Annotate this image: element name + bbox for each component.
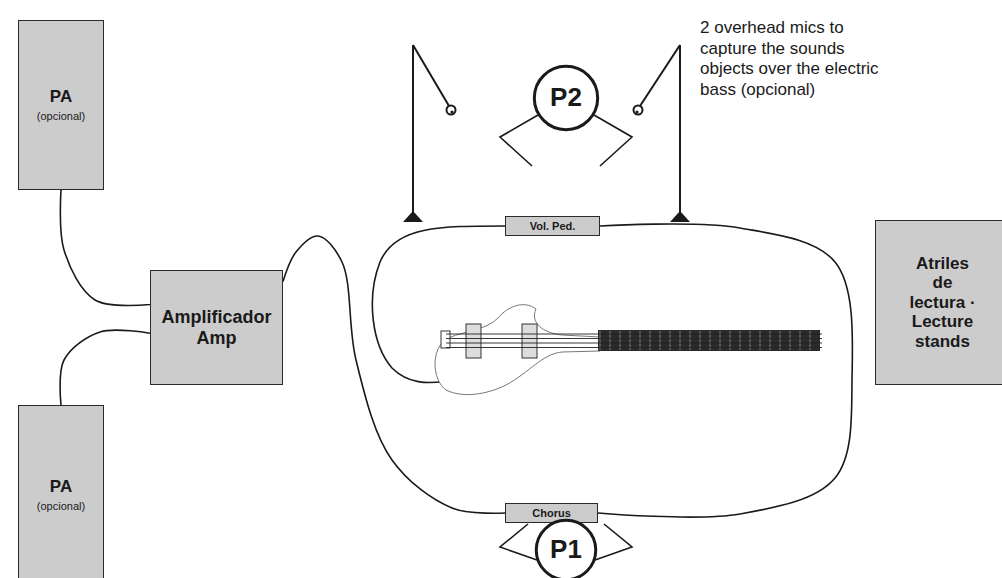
node-title: P1 xyxy=(550,535,582,565)
node-title: Amplificador Amp xyxy=(157,307,277,348)
node-title: PA xyxy=(50,87,72,107)
node-title: P2 xyxy=(550,83,582,113)
amplifier-box: Amplificador Amp xyxy=(150,270,283,385)
mic-stand-right xyxy=(634,45,691,222)
node-note: (opcional) xyxy=(37,110,85,123)
performer-circle: P2 xyxy=(533,65,599,131)
pa-speaker: PA (opcional) xyxy=(18,405,104,578)
electric-bass xyxy=(435,305,822,395)
node-note: (opcional) xyxy=(37,500,85,513)
pa-speaker: PA (opcional) xyxy=(18,20,104,190)
pedal-box: Chorus xyxy=(505,503,598,523)
lecture-stand-box: Atriles de lectura · Lecture stands xyxy=(875,220,1002,385)
pedal-box: Vol. Ped. xyxy=(505,216,600,236)
performer-circle: P1 xyxy=(535,519,597,578)
node-title: PA xyxy=(50,477,72,497)
node-title: Vol. Ped. xyxy=(530,220,576,233)
cable xyxy=(60,190,150,306)
note-text: 2 overhead mics to capture the sounds ob… xyxy=(700,18,880,101)
cable xyxy=(283,236,505,513)
cable xyxy=(60,330,150,405)
cable-layer xyxy=(60,190,852,517)
node-title: Chorus xyxy=(532,507,571,520)
mic-stand-left xyxy=(403,45,456,222)
node-title: Atriles de lectura · Lecture stands xyxy=(906,254,980,352)
cable xyxy=(598,224,852,517)
